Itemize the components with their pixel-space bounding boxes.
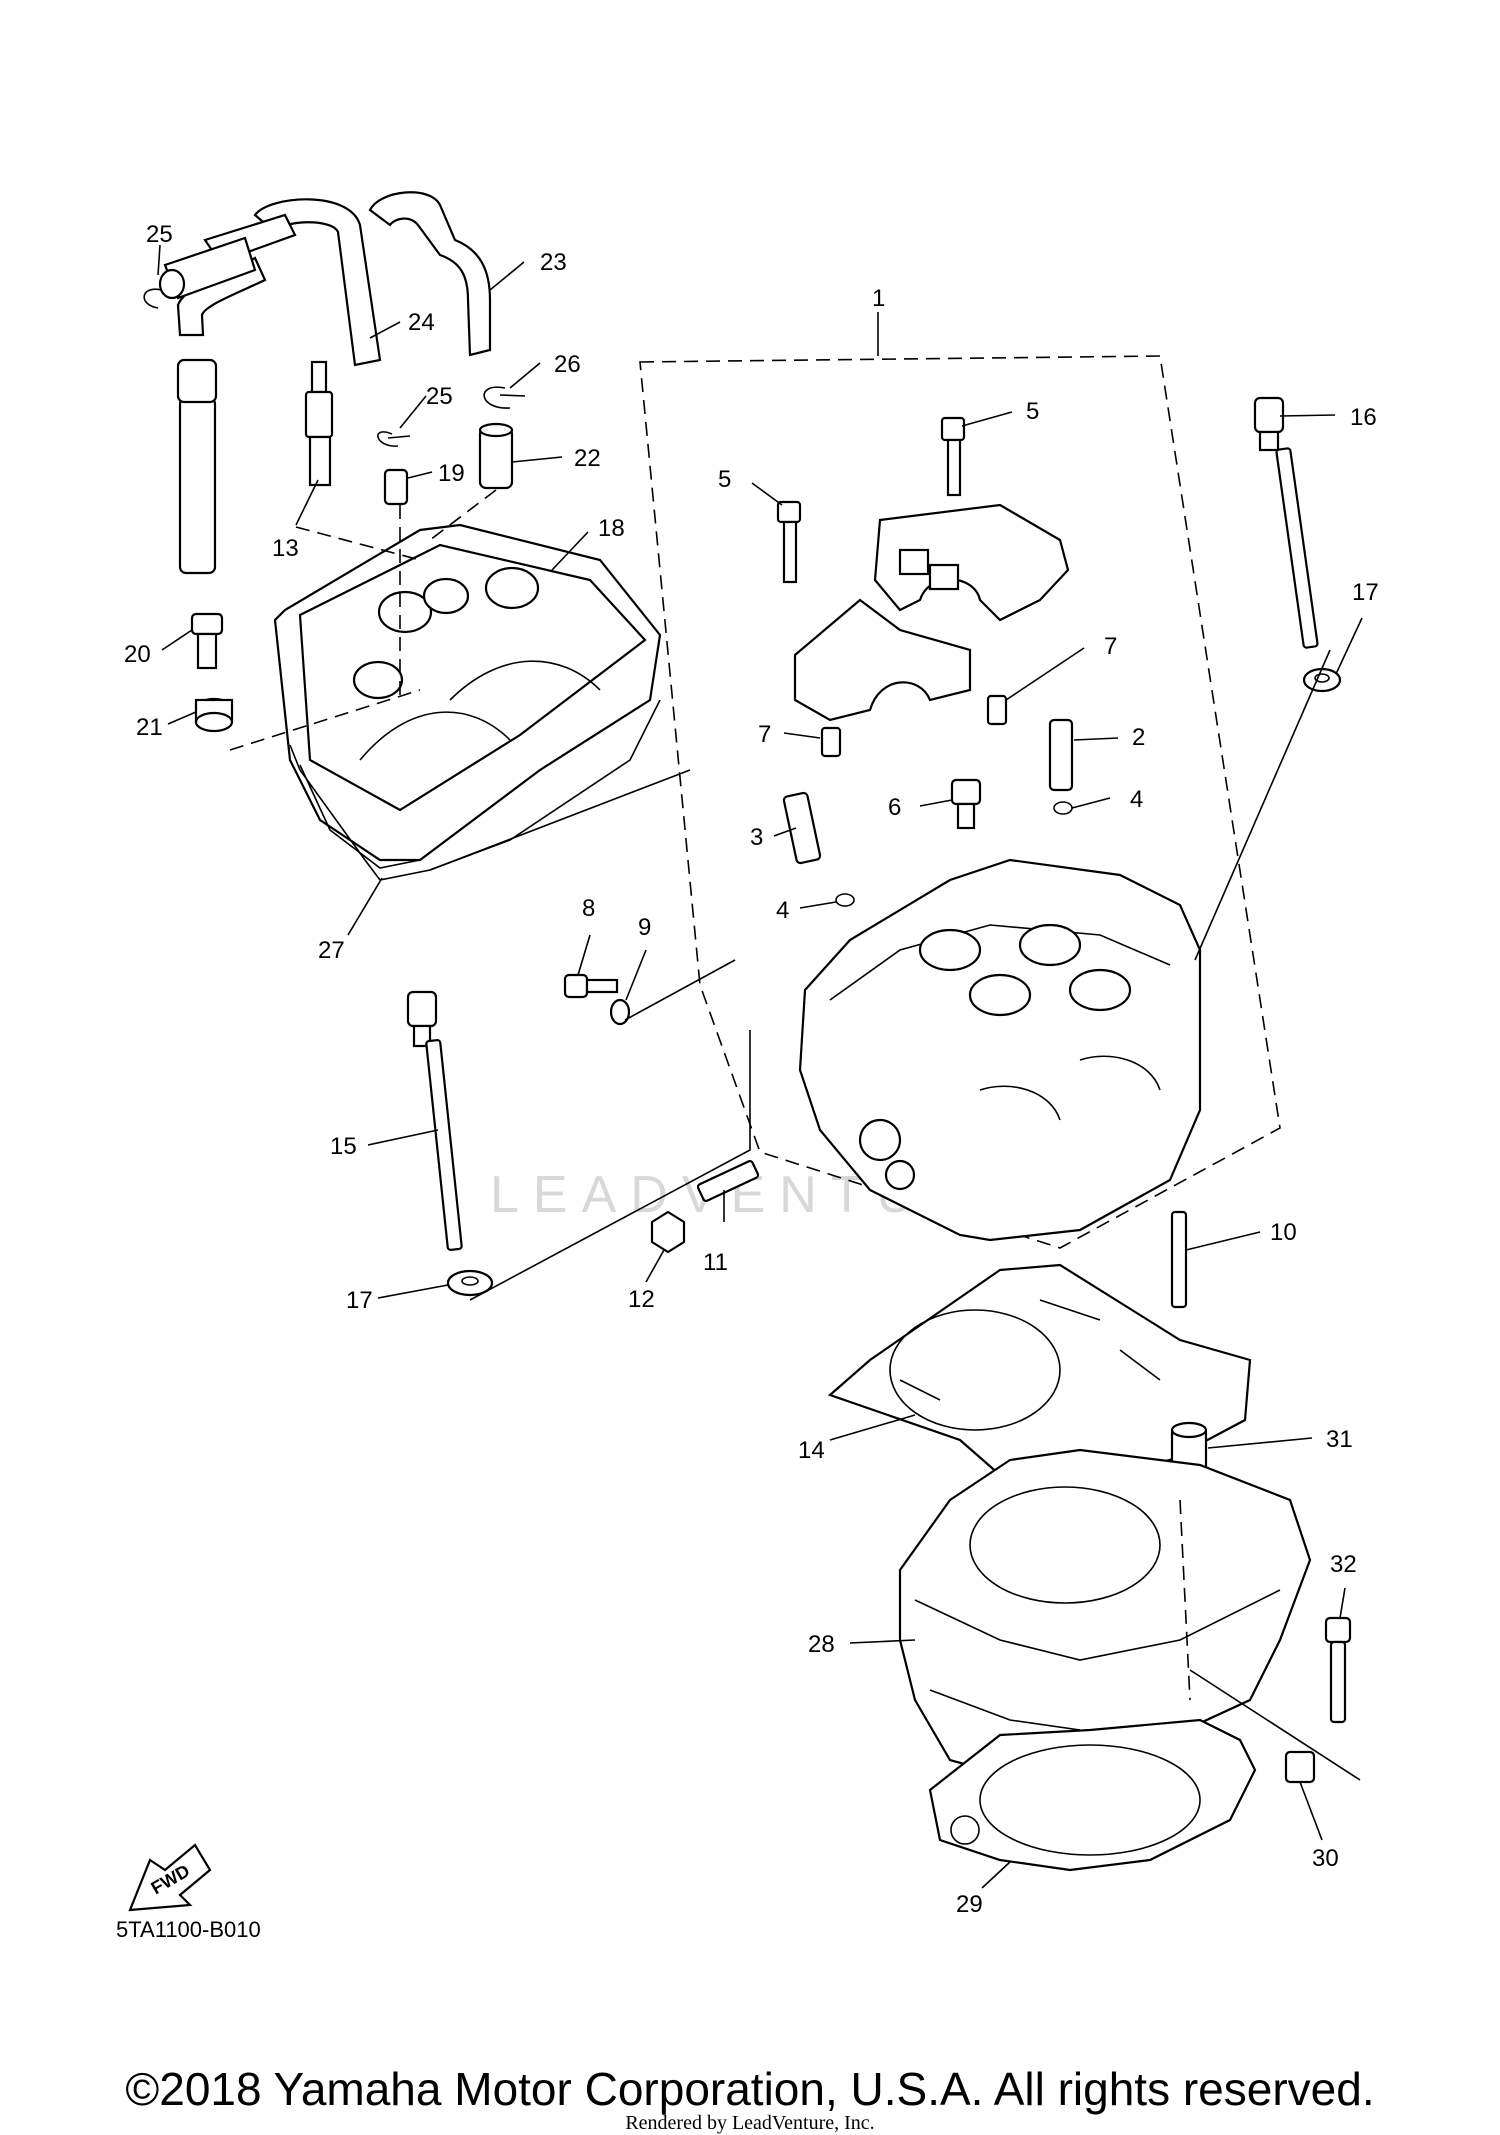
callout-17-right: 17	[1352, 579, 1379, 606]
callout-3: 3	[750, 824, 763, 851]
fitting-22	[478, 422, 514, 490]
callout-10: 10	[1270, 1219, 1297, 1246]
callout-8: 8	[582, 895, 595, 922]
camshaft-cap-lower	[793, 598, 972, 722]
valve-guide-2	[1048, 718, 1074, 792]
bolt-6	[950, 778, 982, 830]
stud-bolt-11	[696, 1160, 760, 1202]
callout-24: 24	[408, 309, 435, 336]
washer-17-left	[446, 1269, 494, 1297]
callout-12: 12	[628, 1286, 655, 1313]
bolt-15	[406, 990, 463, 1251]
bolt-5-right	[940, 416, 966, 497]
callout-17-left: 17	[346, 1287, 373, 1314]
camshaft-cap-upper	[873, 503, 1070, 622]
copyright-notice: ©2018 Yamaha Motor Corporation, U.S.A. A…	[125, 2063, 1375, 2115]
bolt-16	[1253, 396, 1319, 649]
bolt-32	[1324, 1616, 1352, 1724]
callout-6: 6	[888, 794, 901, 821]
breather-hose-23	[368, 191, 492, 357]
callout-9: 9	[638, 914, 651, 941]
leader-lines	[157, 244, 1363, 1889]
callout-16: 16	[1350, 404, 1377, 431]
hose-clip-26	[483, 386, 526, 409]
callout-28: 28	[808, 1631, 835, 1658]
spark-plug-13	[304, 360, 334, 487]
callout-20: 20	[124, 641, 151, 668]
cylinder-head-assembly-outline	[639, 355, 1281, 1249]
nut-30	[1284, 1750, 1316, 1784]
cylinder-head-gasket-14	[827, 1263, 1252, 1482]
callout-11: 11	[703, 1249, 728, 1276]
dowel-pin-7-left	[820, 726, 842, 758]
callout-5-left: 5	[718, 466, 731, 493]
callout-26: 26	[554, 351, 581, 378]
callout-14: 14	[798, 1437, 825, 1464]
alignment-lines	[229, 489, 1361, 1781]
bolt-8	[563, 973, 619, 999]
cylinder-head-cover-18	[273, 523, 662, 862]
callouts: 1 2 3 4 4 5 5 6 7 7 8 9 10 11 12 13 14 1…	[124, 221, 1379, 1918]
hose-clip-25-upper	[143, 288, 163, 309]
o-ring-4-left	[835, 893, 855, 907]
callout-18: 18	[598, 515, 625, 542]
callout-29: 29	[956, 1891, 983, 1918]
callout-22: 22	[574, 445, 601, 472]
callout-23: 23	[540, 249, 567, 276]
callout-32: 32	[1330, 1551, 1357, 1578]
cylinder-base-gasket-29	[928, 1718, 1257, 1872]
callout-15: 15	[330, 1133, 357, 1160]
bolt-5-left	[776, 500, 802, 584]
grommet-21	[194, 697, 234, 733]
stud-bolt-10	[1170, 1210, 1188, 1309]
callout-21: 21	[136, 714, 163, 741]
nut-12	[650, 1210, 686, 1254]
callout-19: 19	[438, 460, 465, 487]
callout-4-right: 4	[1130, 786, 1143, 813]
callout-5-right: 5	[1026, 398, 1039, 425]
cylinder-head	[798, 858, 1202, 1242]
forward-direction-arrow: FWD	[128, 1843, 212, 1912]
callout-7-right: 7	[1104, 633, 1117, 660]
dowel-pin-7-right	[986, 694, 1008, 726]
washer-9	[609, 998, 631, 1026]
callout-4-left: 4	[776, 897, 789, 924]
bolt-20	[190, 612, 224, 670]
fitting-19	[383, 468, 409, 506]
callout-31: 31	[1326, 1426, 1353, 1453]
callout-25-upper: 25	[146, 221, 173, 248]
callout-2: 2	[1132, 724, 1145, 751]
callout-25: 25	[426, 383, 453, 410]
callout-27: 27	[318, 937, 345, 964]
hose-end-25	[158, 236, 257, 300]
rendered-by-notice: Rendered by LeadVenture, Inc.	[625, 2112, 875, 2134]
callout-13: 13	[272, 535, 299, 562]
washer-17-right	[1302, 667, 1342, 693]
diagram-code: 5TA1100-B010	[116, 1917, 261, 1942]
callout-30: 30	[1312, 1845, 1339, 1872]
o-ring-4-right	[1053, 801, 1073, 815]
valve-guide-3	[782, 791, 822, 865]
cylinder-28	[898, 1448, 1312, 1792]
callout-1: 1	[872, 285, 885, 312]
cover-gasket-27	[289, 699, 661, 881]
hose-clip-25	[377, 431, 411, 447]
callout-7-left: 7	[758, 721, 771, 748]
